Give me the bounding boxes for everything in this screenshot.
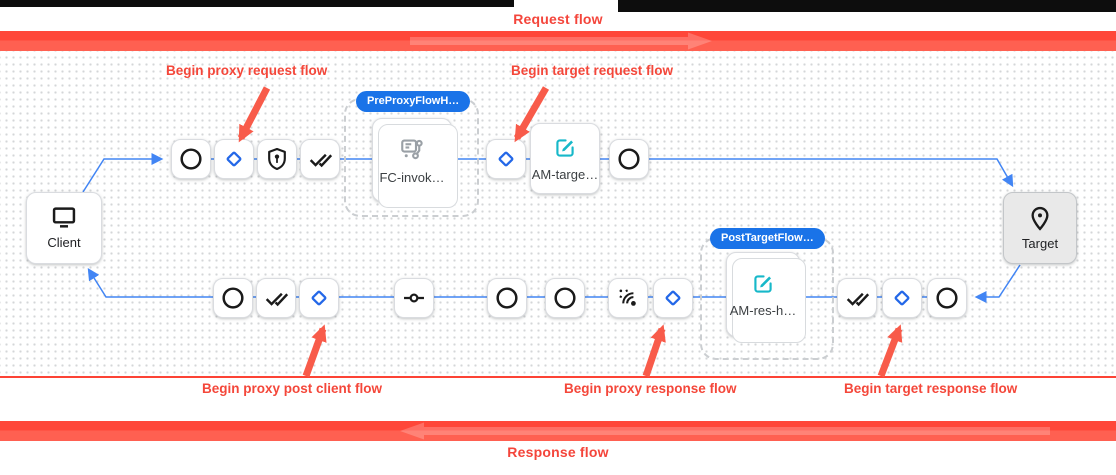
diamond-icon (498, 151, 514, 167)
edit-icon (556, 139, 574, 157)
circle-icon (180, 148, 202, 170)
flow-step-postclient-checks[interactable] (256, 278, 296, 318)
annotation-begin-proxy-response: Begin proxy response flow (564, 381, 737, 396)
edit-icon (754, 275, 772, 293)
target-label: Target (1021, 236, 1059, 251)
group-badge[interactable]: PreProxyFlowH… (356, 91, 471, 112)
policy-card-flow-callout[interactable]: FC-invok… (372, 118, 458, 208)
annotation-begin-target-request: Begin target request flow (511, 63, 674, 78)
circle-icon (496, 287, 518, 309)
policy-card-label: FC-invok… (379, 169, 445, 185)
flow-step-proxy-request-condition[interactable] (214, 139, 254, 179)
top-black-bar-left (0, 0, 514, 7)
double-check-icon (265, 292, 289, 307)
circle-icon (222, 287, 244, 309)
canvas-bottom-border (0, 376, 1116, 378)
right-arrow-icon (410, 32, 712, 50)
circle-icon (554, 287, 576, 309)
flow-step-security[interactable] (257, 139, 297, 179)
policy-card-label: AM-res-h… (729, 303, 797, 318)
flow-step-broadcast[interactable] (608, 278, 648, 318)
request-flow-bar (0, 31, 1116, 51)
response-flow-bar (0, 421, 1116, 441)
flow-step-target-response-checks[interactable] (837, 278, 877, 318)
commit-icon (404, 293, 424, 303)
flow-step-commit[interactable] (394, 278, 434, 318)
policy-card-assign-message-target[interactable]: AM-targe… (530, 123, 600, 194)
diamond-icon (665, 290, 681, 306)
flow-step-postclient-circle[interactable] (213, 278, 253, 318)
target-node[interactable]: Target (1003, 192, 1077, 264)
request-flow-title: Request flow (513, 11, 603, 27)
circle-icon (936, 287, 958, 309)
policy-card-label: AM-targe… (531, 167, 599, 182)
flow-editor-canvas (0, 51, 1116, 376)
monitor-icon (52, 207, 76, 228)
flow-step-proxy-response-condition[interactable] (653, 278, 693, 318)
circle-icon (618, 148, 640, 170)
client-node[interactable]: Client (26, 192, 102, 264)
diamond-icon (894, 290, 910, 306)
flow-step-postclient-condition[interactable] (299, 278, 339, 318)
diamond-icon (311, 290, 327, 306)
left-arrow-icon (400, 422, 1050, 440)
double-check-icon (309, 153, 333, 168)
response-flow-title: Response flow (507, 444, 609, 460)
flow-step-checks[interactable] (300, 139, 340, 179)
annotation-begin-proxy-request: Begin proxy request flow (166, 63, 328, 78)
flow-step-proxy-response-circle-1[interactable] (487, 278, 527, 318)
broadcast-icon (619, 289, 636, 306)
annotation-begin-target-response: Begin target response flow (844, 381, 1018, 396)
group-badge[interactable]: PostTargetFlow… (710, 228, 825, 249)
top-black-bar-right (618, 0, 1116, 12)
flow-step-target-response-circle[interactable] (927, 278, 967, 318)
flow-callout-icon (401, 138, 423, 159)
flow-step-target-request-condition[interactable] (486, 139, 526, 179)
double-check-icon (846, 292, 870, 307)
annotation-begin-proxy-post-client: Begin proxy post client flow (202, 381, 383, 396)
shield-key-icon (268, 147, 286, 171)
location-pin-icon (1031, 206, 1049, 231)
flow-step-proxy-response-circle-2[interactable] (545, 278, 585, 318)
client-label: Client (47, 235, 81, 250)
policy-card-assign-message-response[interactable]: AM-res-h… (726, 252, 806, 343)
diamond-icon (226, 151, 242, 167)
flow-step-proxy-request-preflow[interactable] (171, 139, 211, 179)
flow-step-target-response-condition[interactable] (882, 278, 922, 318)
flow-step-target-request-postflow[interactable] (609, 139, 649, 179)
